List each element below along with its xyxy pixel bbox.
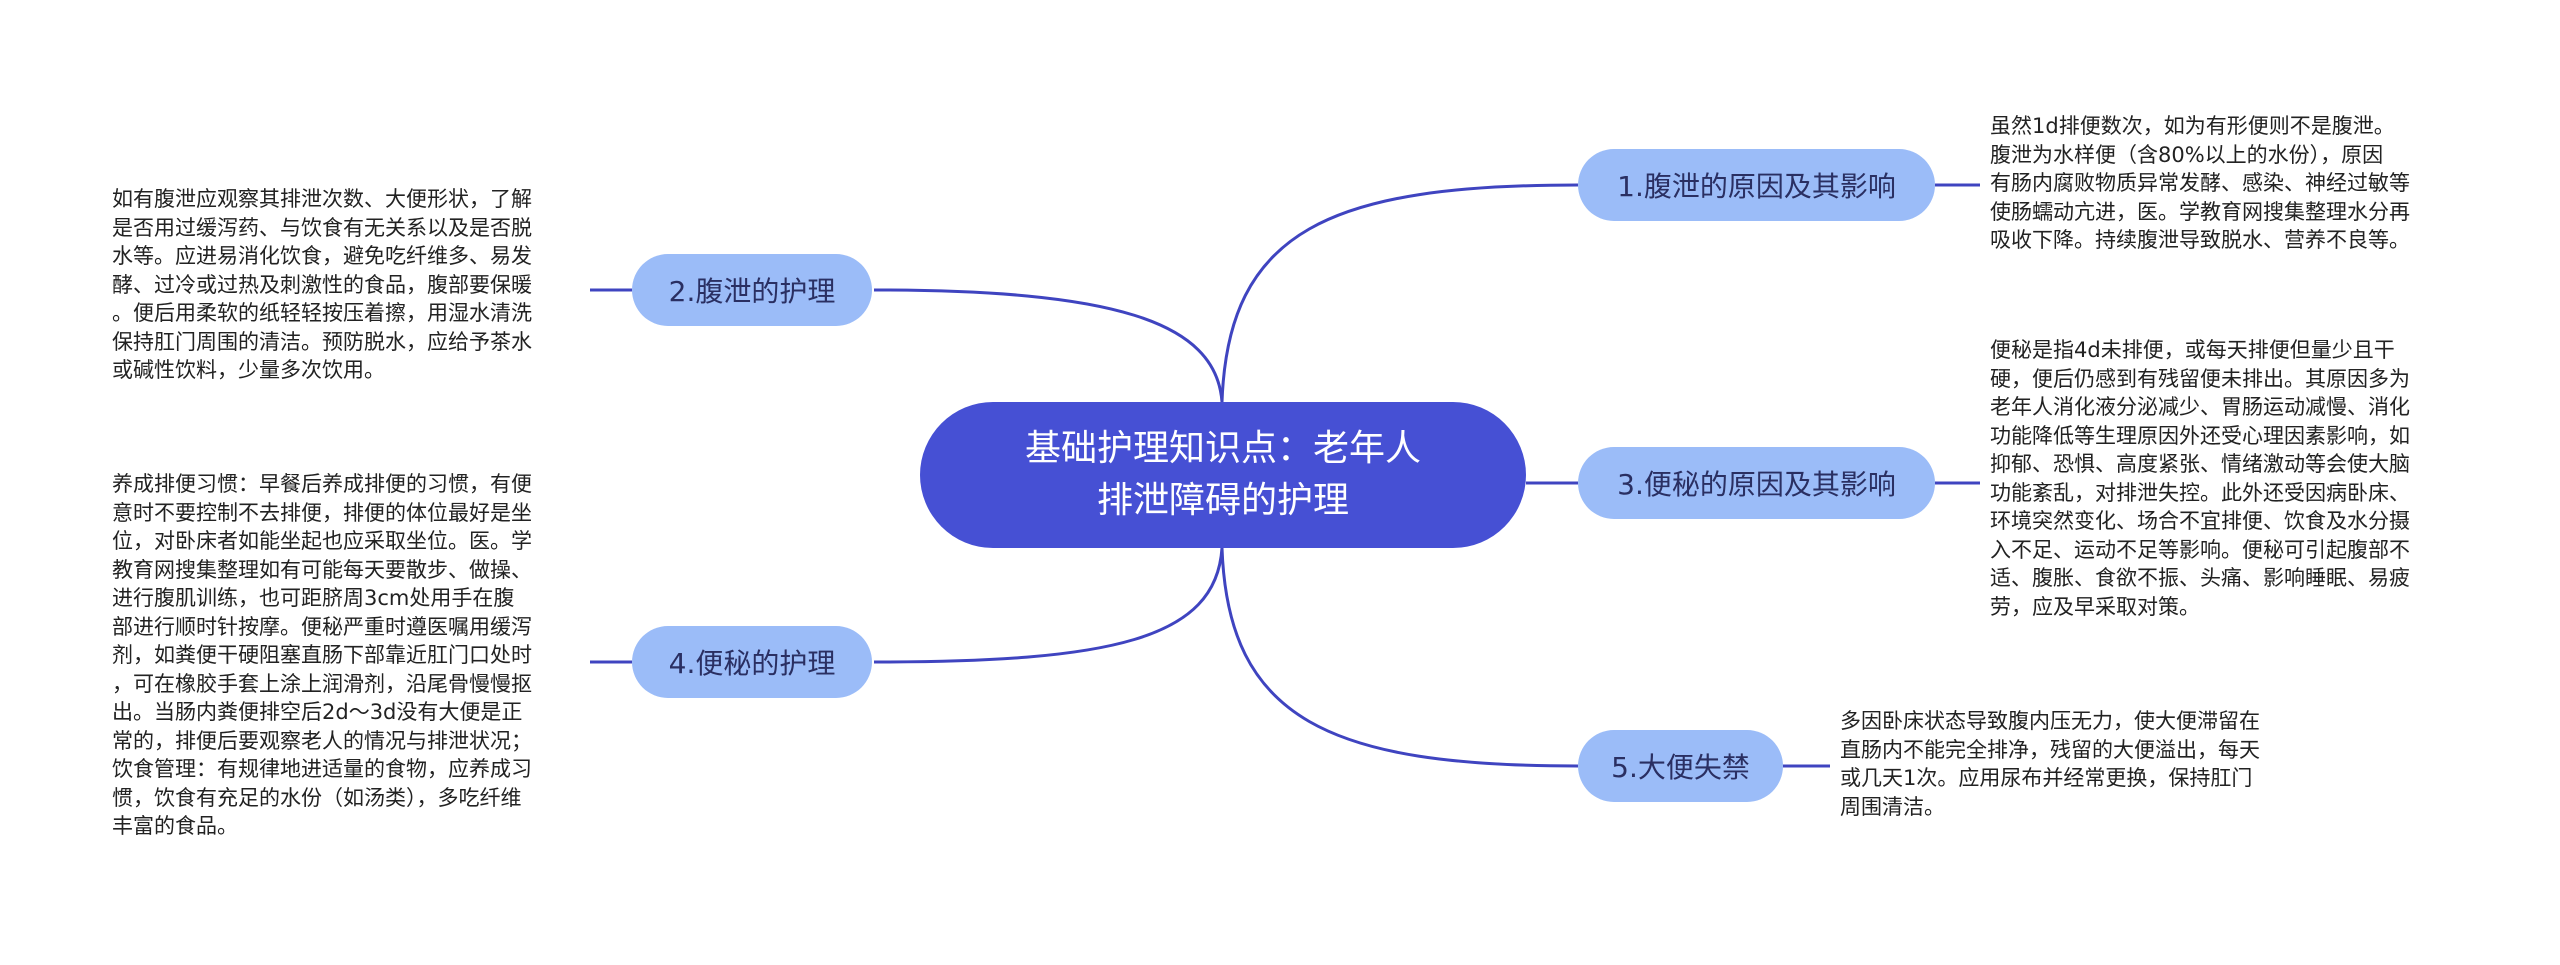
note-5-fecal-incontinence: 多因卧床状态导致腹内压无力，使大便滞留在 直肠内不能完全排净，残留的大便溢出，每…: [1840, 709, 2260, 819]
root-title-line-1: 基础护理知识点：老年人: [1024, 428, 1421, 469]
connector-root-to-branch-2: [873, 288, 1224, 403]
note-4-constipation-care: 养成排便习惯：早餐后养成排便的习惯，有便 意时不要控制不去排便，排便的体位最好是…: [112, 472, 532, 838]
note-2-diarrhea-care: 如有腹泄应观察其排泄次数、大便形状，了解 是否用过缓泻药、与饮食有无关系以及是否…: [112, 187, 532, 382]
root-title-line-2: 排泄障碍的护理: [1096, 480, 1349, 521]
branch-5-label: 5.大便失禁: [1611, 751, 1750, 784]
note-1-diarrhea-causes: 虽然1d排便数次，如为有形便则不是腹泄。 腹泄为水样便（含80%以上的水份），原…: [1990, 114, 2410, 252]
root-title: 基础护理知识点：老年人 排泄障碍的护理: [1025, 423, 1421, 527]
branch-4-constipation-care[interactable]: 4.便秘的护理: [632, 626, 872, 698]
connector-root-to-branch-1: [1220, 183, 1579, 403]
connector-root-to-branch-5: [1220, 547, 1579, 768]
branch-3-constipation-causes[interactable]: 3.便秘的原因及其影响: [1578, 447, 1935, 519]
branch-3-label: 3.便秘的原因及其影响: [1617, 468, 1896, 501]
root-topic[interactable]: 基础护理知识点：老年人 排泄障碍的护理: [920, 402, 1526, 548]
branch-5-fecal-incontinence[interactable]: 5.大便失禁: [1578, 730, 1783, 802]
branch-1-label: 1.腹泄的原因及其影响: [1617, 170, 1896, 203]
note-3-constipation-causes: 便秘是指4d未排便，或每天排便但量少且干 硬，便后仍感到有残留便未排出。其原因多…: [1990, 338, 2410, 619]
branch-2-label: 2.腹泄的护理: [668, 275, 836, 308]
branch-2-diarrhea-care[interactable]: 2.腹泄的护理: [632, 254, 872, 326]
branch-4-label: 4.便秘的护理: [668, 647, 836, 680]
connector-root-to-branch-4: [873, 547, 1224, 664]
branch-1-diarrhea-causes[interactable]: 1.腹泄的原因及其影响: [1578, 149, 1935, 221]
